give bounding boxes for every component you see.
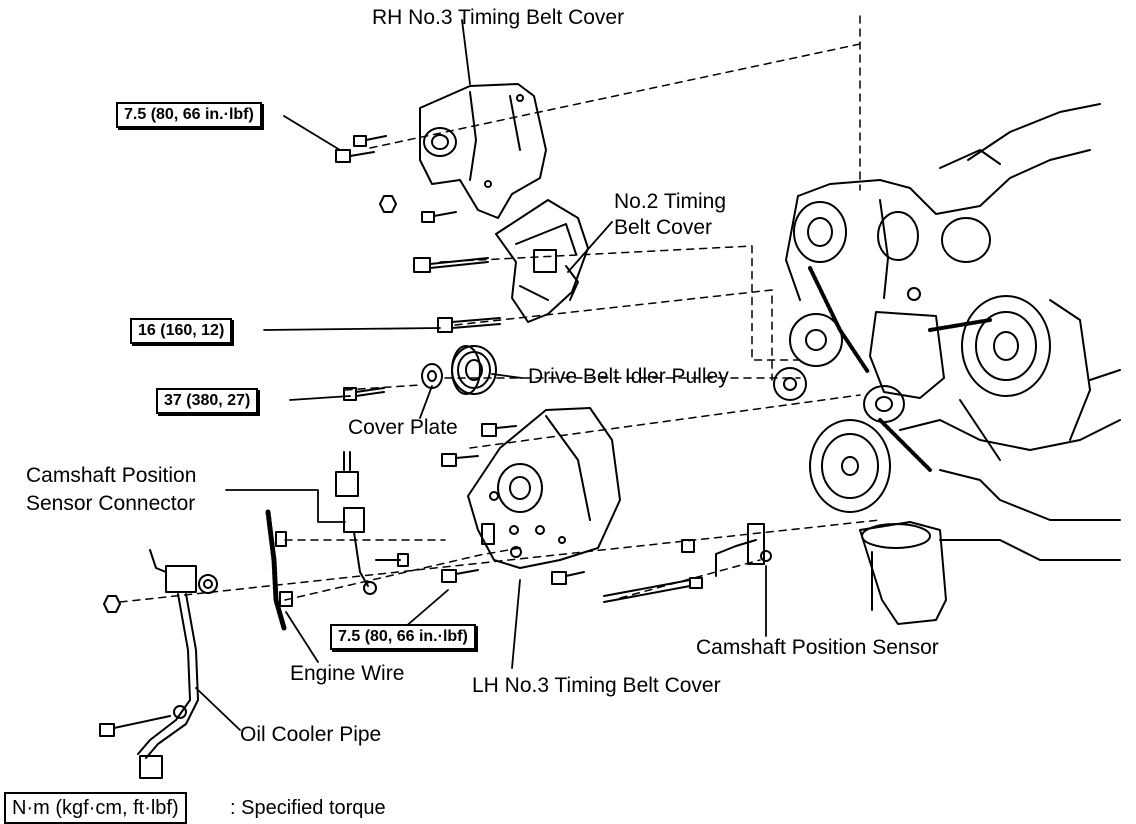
- engine-assembly-part: [773, 103, 1121, 625]
- oil-cooler-pipe-part: [99, 549, 218, 779]
- torque-rh-cover-bolt: 7.5 (80, 66 in.·lbf): [116, 102, 262, 128]
- cover-plate-label: Cover Plate: [348, 416, 458, 439]
- rh-no3-timing-belt-cover-part: [419, 83, 547, 219]
- torque-lh-cover-bolt: 7.5 (80, 66 in.·lbf): [330, 624, 476, 650]
- torque-legend-text: : Specified torque: [230, 797, 386, 819]
- no2-cover-label-line2: Belt Cover: [614, 216, 713, 239]
- rh-no3-cover-label: RH No.3 Timing Belt Cover: [372, 6, 625, 29]
- engine-wire-part: [265, 509, 293, 631]
- drive-belt-idler-pulley-part: [451, 345, 497, 395]
- no2-timing-belt-cover-part: [495, 199, 589, 323]
- camshaft-position-sensor-part: [603, 523, 772, 603]
- torque-idler-pulley-bolt: 37 (380, 27): [156, 388, 259, 414]
- cam-connector-label-line2: Sensor Connector: [26, 492, 196, 515]
- cam-sensor-label: Camshaft Position Sensor: [696, 636, 939, 659]
- engine-wire-label: Engine Wire: [290, 662, 405, 685]
- lh-no3-cover-label: LH No.3 Timing Belt Cover: [472, 674, 721, 697]
- oil-cooler-pipe-label: Oil Cooler Pipe: [240, 723, 382, 746]
- idler-pulley-label: Drive Belt Idler Pulley: [528, 365, 729, 388]
- lh-cover-bolts: [441, 423, 585, 585]
- rh-cover-bolts: [335, 135, 457, 223]
- cam-connector-label-line1: Camshaft Position: [26, 464, 197, 487]
- cover-plate-part: [421, 363, 443, 389]
- lh-no3-timing-belt-cover-part: [467, 407, 621, 569]
- idler-bolt: [343, 387, 385, 401]
- no2-cover-bolts: [413, 257, 501, 333]
- leader-lines: [195, 19, 767, 731]
- no2-cover-label-line1: No.2 Timing: [614, 190, 727, 213]
- torque-no2-cover-bolt: 16 (160, 12): [130, 318, 233, 344]
- camshaft-position-sensor-connector-part: [335, 451, 409, 595]
- torque-legend-unit-box: N·m (kgf·cm, ft·lbf): [4, 792, 187, 824]
